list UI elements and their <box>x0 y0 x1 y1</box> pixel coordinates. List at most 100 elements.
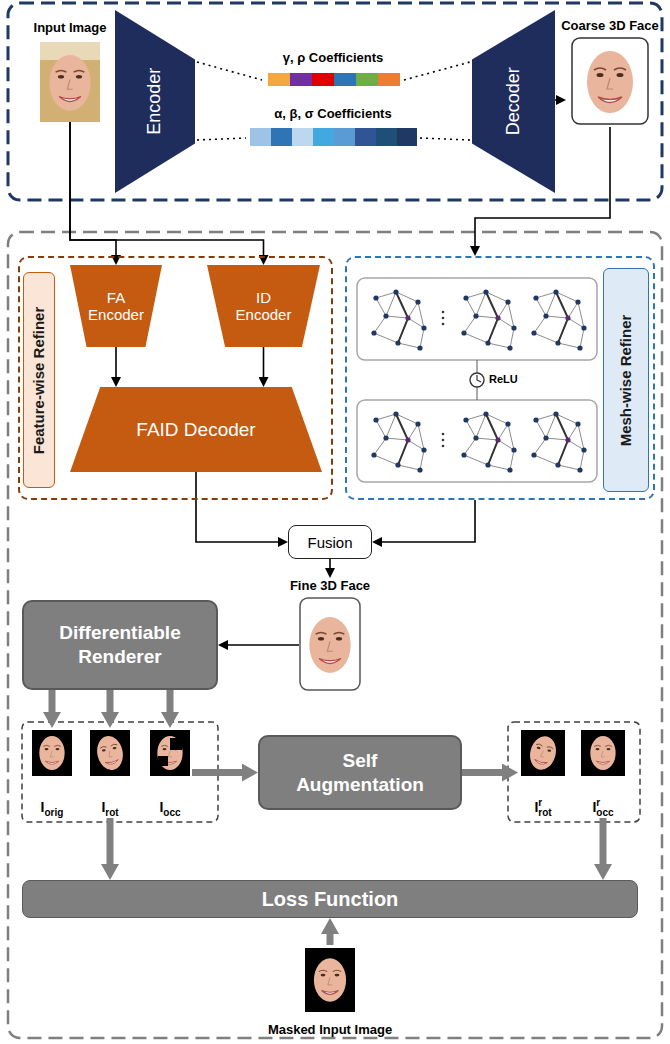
ellipsis-dot <box>442 445 445 448</box>
masked-input: Masked Input Image <box>255 945 405 1037</box>
flow-arrow <box>263 347 265 377</box>
box-label: Differentiable Renderer <box>46 621 194 669</box>
graph <box>371 289 426 350</box>
thumb-bg <box>90 730 130 776</box>
symbol-letter: I <box>41 799 45 815</box>
rendered-image: Irot <box>88 728 132 818</box>
thumb-bg <box>581 730 625 776</box>
subscript: occ <box>163 807 180 818</box>
coef-cell <box>290 73 312 86</box>
tab-label: Feature-wise Refiner <box>31 306 48 454</box>
side-tab: Mesh-wise Refiner <box>603 268 649 492</box>
flow-arrow <box>70 122 116 255</box>
coefficient-label: α, β, σ Coefficients <box>274 106 391 121</box>
coef-cell <box>355 128 376 146</box>
fine-face <box>309 617 350 673</box>
symbol-letter: I <box>101 799 105 815</box>
side-tab: Feature-wise Refiner <box>23 272 55 488</box>
fine-face: Fine 3D Face <box>285 578 375 692</box>
block-label: ID Encoder <box>229 289 299 324</box>
symbol-letter: I <box>534 799 538 815</box>
augmented-image: Irrot <box>518 728 568 818</box>
image-label: Iorig <box>22 799 82 818</box>
block-arrow <box>600 818 607 864</box>
graph <box>461 411 516 472</box>
augmented-image: Irocc <box>578 728 628 818</box>
block-label: FAID Decoder <box>136 419 255 441</box>
box-label: Fusion <box>307 534 352 551</box>
thumb-face <box>157 736 182 770</box>
block-arrow <box>49 690 56 712</box>
stage-two-frame <box>8 232 662 1038</box>
flow-arrow <box>555 99 556 101</box>
tab-label: Mesh-wise Refiner <box>618 314 635 446</box>
rendered-image: Iocc <box>148 728 192 818</box>
photo-hair <box>40 42 100 122</box>
superscript: r <box>538 798 551 808</box>
coef-cell <box>376 128 397 146</box>
block-arrow <box>192 769 242 776</box>
node-label: Input Image <box>30 20 110 35</box>
fusion-box: Fusion <box>288 525 372 559</box>
ellipsis-dot <box>442 317 445 320</box>
graph <box>461 289 516 350</box>
relu-icon-hand <box>477 375 481 382</box>
block-arrow <box>327 934 334 945</box>
thumb-face <box>590 736 615 770</box>
masked-face <box>314 958 346 1001</box>
graph <box>531 289 586 350</box>
node-label: Masked Input Image <box>255 1022 405 1037</box>
coef-cell <box>250 128 271 146</box>
trapezoid-fill <box>70 265 162 347</box>
node-label: Fine 3D Face <box>285 578 375 593</box>
block-label: FA Encoder <box>81 289 151 324</box>
block-arrow <box>167 690 174 712</box>
coef-cell <box>356 73 378 86</box>
ellipsis-dot <box>442 439 445 442</box>
thumb-bg <box>521 730 565 776</box>
encoder-block: Encoder <box>115 10 195 193</box>
trapezoid-fill <box>70 387 322 472</box>
coef-cell <box>334 128 355 146</box>
coef-cell <box>268 73 290 86</box>
superscript: r <box>596 798 613 808</box>
render-group-frame <box>22 722 218 822</box>
flow-arrow <box>196 472 278 542</box>
thumb-face <box>39 736 64 770</box>
symbol-letter: I <box>592 799 596 815</box>
subscript: rot <box>105 807 118 818</box>
subscript: rot <box>538 808 551 818</box>
trapezoid-fill <box>115 10 195 193</box>
coef-cell <box>397 128 417 146</box>
coef-cell <box>378 73 400 86</box>
loss-bar: Loss Function <box>22 880 638 918</box>
masked-bg <box>305 948 355 1012</box>
subscript: orig <box>45 807 64 818</box>
coef-cell <box>312 73 334 86</box>
ellipsis-dot <box>442 433 445 436</box>
coef-cell <box>334 73 356 86</box>
block-arrow <box>107 690 114 712</box>
node-label: Coarse 3D Face <box>558 18 662 33</box>
coef-cell <box>292 128 313 146</box>
thumb-bg <box>150 730 190 776</box>
image-label: Irot <box>80 799 140 818</box>
coarse-face-frame <box>572 38 648 124</box>
ellipsis-dot <box>442 311 445 314</box>
input-image: Input Image <box>30 20 110 122</box>
renderer-box: Differentiable Renderer <box>22 600 218 690</box>
fine-face-frame <box>300 598 360 690</box>
flow-arrow <box>115 347 117 377</box>
relu-icon <box>470 373 484 387</box>
block-arrow <box>462 769 502 776</box>
photo-face <box>49 55 90 111</box>
symbol-letter: I <box>159 799 163 815</box>
augment-group-frame <box>508 722 640 822</box>
flow-arrow <box>228 644 299 646</box>
occlusion-patch <box>158 756 168 766</box>
flow-arrow <box>382 500 475 542</box>
stage-one-frame <box>8 3 662 200</box>
graph <box>531 411 586 472</box>
coef-cell <box>271 128 292 146</box>
